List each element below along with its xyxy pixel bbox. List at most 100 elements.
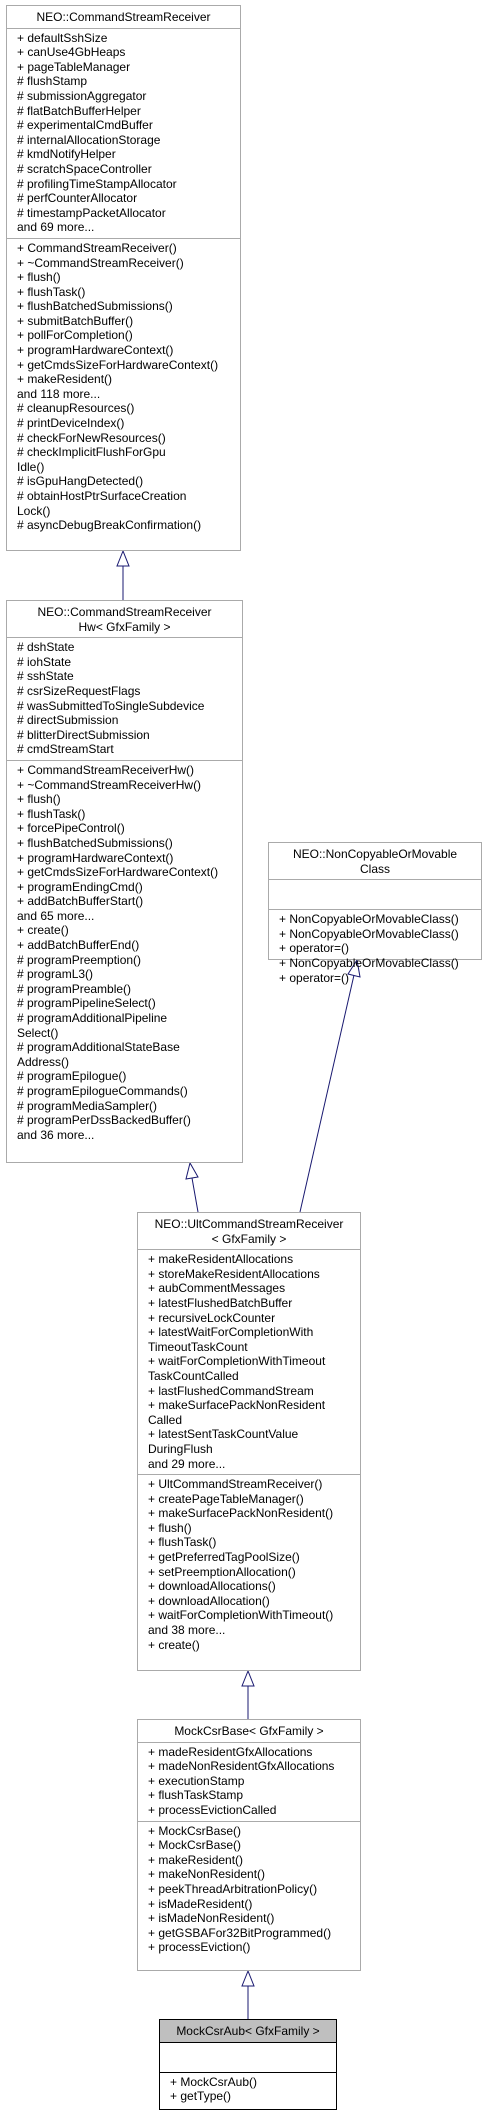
arrowhead-csrhw [185,1161,199,1180]
attribute-entry: + madeNonResidentGfxAllocations [148,1759,335,1774]
attribute-entry: # directSubmission [17,713,119,728]
method-entry: Address() [17,1054,70,1069]
method-entry: + create() [148,1637,200,1652]
method-entry: Idle() [17,459,45,474]
class-title: MockCsrBase< GfxFamily > [138,1720,360,1743]
method-entry: # checkForNewResources() [17,430,166,445]
attribute-entry: + defaultSshSize [17,30,108,45]
class-title: NEO::CommandStreamReceiver Hw< GfxFamily… [7,601,242,639]
attribute-entry: and 69 more... [17,220,95,235]
method-entry: + getCmdsSizeForHardwareContext() [17,357,219,372]
attributes-section: # dshState# iohState# sshState# csrSizeR… [7,638,242,761]
method-entry: + peekThreadArbitrationPolicy() [148,1881,318,1896]
method-entry: + ~CommandStreamReceiver() [17,255,184,270]
attribute-entry: + canUse4GbHeaps [17,45,126,60]
method-entry: + getGSBAFor32BitProgrammed() [148,1925,332,1940]
method-entry: # obtainHostPtrSurfaceCreation [17,489,187,503]
class-box-ultcommandstreamreceiver[interactable]: NEO::UltCommandStreamReceiver < GfxFamil… [137,1212,361,1671]
attribute-entry: + latestSentTaskCountValue [148,1427,299,1442]
attribute-entry: TimeoutTaskCount [148,1339,248,1354]
class-box-commandstreamreceiver[interactable]: NEO::CommandStreamReceiver+ defaultSshSi… [6,5,241,551]
attribute-entry: Called [148,1412,183,1427]
attribute-entry: # kmdNotifyHelper [17,147,116,162]
attribute-entry: + aubCommentMessages [148,1281,286,1296]
attributes-section [269,880,481,911]
method-entry: + programHardwareContext() [17,850,174,865]
method-entry: + getPreferredTagPoolSize() [148,1550,300,1565]
attribute-entry: DuringFlush [148,1441,213,1456]
class-title: MockCsrAub< GfxFamily > [160,2020,336,2043]
method-entry: Lock() [17,503,51,518]
method-entry: # programPreamble() [17,981,132,996]
attribute-entry: # blitterDirectSubmission [17,727,150,742]
method-entry: + programEndingCmd() [17,879,143,894]
method-entry: + setPreemptionAllocation() [148,1564,296,1579]
arrowhead-ult [241,1669,255,1687]
attribute-entry: # scratchSpaceController [17,161,152,176]
method-entry: + processEviction() [148,1940,251,1955]
method-entry: + operator=() [279,941,350,956]
attribute-entry: + pageTableManager [17,59,131,74]
method-entry: + MockCsrAub() [170,2074,258,2089]
attribute-entry: # experimentalCmdBuffer [17,118,153,133]
attribute-entry: # perfCounterAllocator [17,191,138,206]
method-entry: Select() [17,1025,59,1040]
method-entry: + getType() [170,2089,232,2104]
attribute-entry: + waitForCompletionWithTimeout [148,1354,326,1369]
attribute-entry: TaskCountCalled [148,1368,239,1383]
class-box-mockcsraub[interactable]: MockCsrAub< GfxFamily > + MockCsrAub()+ g… [159,2019,337,2110]
methods-section: + MockCsrAub()+ getType() [160,2073,336,2107]
method-entry: + NonCopyableOrMovableClass() [279,912,459,927]
method-entry: # asyncDebugBreakConfirmation() [17,518,202,533]
method-entry: + makeResident() [148,1852,244,1867]
edge-ult-to-csrhw [191,1177,199,1213]
method-entry: + NonCopyableOrMovableClass() [279,926,459,941]
attribute-entry: + processEvictionCalled [148,1802,277,1817]
attributes-section: + madeResidentGfxAllocations+ madeNonRes… [138,1743,360,1822]
method-entry: + makeSurfacePackNonResident() [148,1506,334,1521]
attribute-entry: # dshState [17,640,75,655]
method-entry: and 118 more... [17,386,101,401]
method-entry: + createPageTableManager() [148,1491,304,1506]
class-box-commandstreamreceiverhw[interactable]: NEO::CommandStreamReceiver Hw< GfxFamily… [6,600,243,1163]
attribute-entry: + storeMakeResidentAllocations [148,1266,320,1281]
attribute-entry: # iohState [17,654,72,669]
method-entry: + isMadeResident() [148,1896,253,1911]
method-entry: + flushBatchedSubmissions() [17,835,173,850]
method-entry: + ~CommandStreamReceiverHw() [17,777,202,792]
method-entry: # programEpilogue() [17,1069,127,1084]
method-entry: + create() [17,923,69,938]
method-entry: + flushBatchedSubmissions() [17,299,173,314]
method-entry: # isGpuHangDetected() [17,474,144,489]
method-entry: + waitForCompletionWithTimeout() [148,1608,334,1623]
methods-section: + NonCopyableOrMovableClass()+ NonCopyab… [269,910,481,988]
method-entry: + flush() [148,1520,192,1535]
attribute-entry: # submissionAggregator [17,88,147,103]
class-box-noncopyableormovableclass[interactable]: NEO::NonCopyableOrMovable Class+ NonCopy… [268,842,482,985]
method-entry: # checkImplicitFlushForGpu [17,445,166,460]
method-entry: + addBatchBufferEnd() [17,938,140,953]
arrowhead-csr [116,549,130,567]
method-entry: + downloadAllocations() [148,1579,276,1594]
attribute-entry: + recursiveLockCounter [148,1310,276,1325]
method-entry: and 36 more... [17,1127,95,1142]
method-entry: + isMadeNonResident() [148,1911,275,1926]
attribute-entry: # timestampPacketAllocator [17,205,166,220]
method-entry: + flush() [17,270,61,285]
arrowhead-mock [241,1969,255,1987]
method-entry: + getCmdsSizeForHardwareContext() [17,865,219,880]
class-box-mockcsrbase[interactable]: MockCsrBase< GfxFamily >+ madeResidentGf… [137,1719,361,1971]
method-entry: + makeNonResident() [148,1867,266,1882]
attributes-section [160,2043,336,2073]
attribute-entry: # flatBatchBufferHelper [17,103,141,118]
method-entry: + CommandStreamReceiverHw() [17,762,195,777]
attribute-entry: # csrSizeRequestFlags [17,683,141,698]
method-entry: + flushTask() [17,284,86,299]
method-entry: + UltCommandStreamReceiver() [148,1477,323,1492]
attribute-entry: + makeResidentAllocations [148,1252,294,1267]
class-title: NEO::UltCommandStreamReceiver < GfxFamil… [138,1213,360,1251]
method-entry: + flushTask() [148,1535,217,1550]
class-title: NEO::CommandStreamReceiver [7,6,240,29]
method-entry: # programMediaSampler() [17,1098,158,1113]
methods-section: + CommandStreamReceiverHw()+ ~CommandStr… [7,761,242,1145]
